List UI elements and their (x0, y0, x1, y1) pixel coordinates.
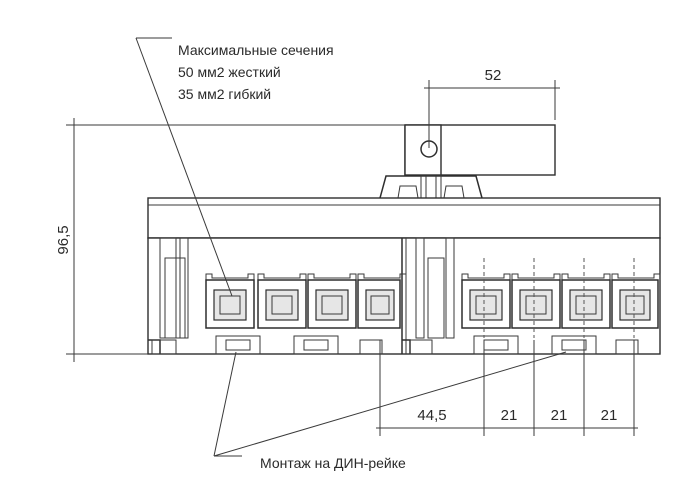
terminal-2 (257, 273, 307, 329)
terminal-6 (511, 273, 561, 329)
terminal-8 (611, 273, 661, 329)
pitch-dimensions (376, 340, 638, 436)
handle-offset-label: 52 (485, 67, 502, 84)
height-dimension (66, 118, 405, 362)
terminal-blocks (205, 273, 661, 329)
din-clips (151, 335, 639, 355)
pitch-3-label: 21 (601, 407, 618, 424)
terminal-5 (461, 273, 511, 329)
terminal-4 (357, 273, 407, 329)
din-mount-label: Монтаж на ДИН-рейке (260, 455, 406, 471)
terminal-1 (205, 273, 255, 329)
pitch-2-label: 21 (551, 407, 568, 424)
section-leader (135, 37, 233, 297)
handle (379, 124, 556, 205)
section-flexible: 35 мм2 гибкий (178, 86, 271, 102)
pitch-first-label: 44,5 (417, 407, 446, 424)
din-leader (213, 351, 567, 457)
terminal-7 (561, 273, 611, 329)
section-rigid: 50 мм2 жесткий (178, 64, 281, 80)
terminal-3 (307, 273, 357, 329)
height-label: 96,5 (55, 225, 72, 254)
handle-offset-dimension (424, 80, 560, 148)
pitch-1-label: 21 (501, 407, 518, 424)
pole-centerlines (483, 258, 635, 338)
section-title: Максимальные сечения (178, 42, 334, 58)
